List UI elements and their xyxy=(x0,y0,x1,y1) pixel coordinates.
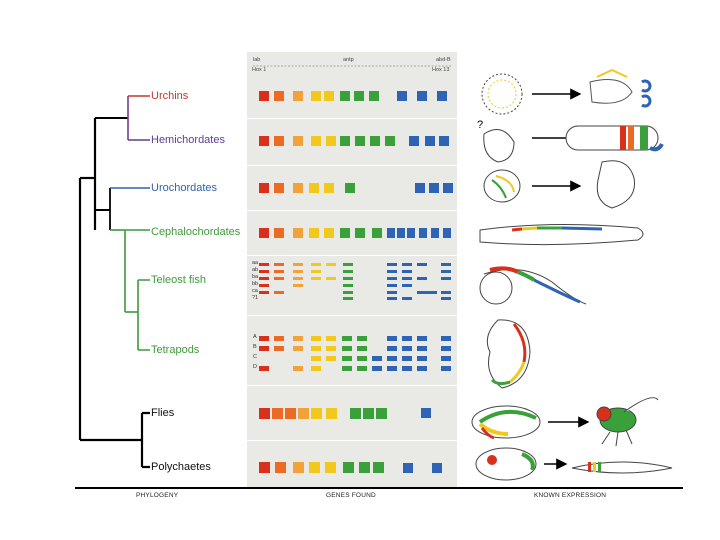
footer-genes-found: GENES FOUND xyxy=(326,492,376,499)
footer-known-expression: KNOWN EXPRESSION xyxy=(534,492,607,499)
gene-boxes xyxy=(259,91,453,473)
tetra-cluster-a: A xyxy=(253,334,257,340)
row-separator xyxy=(247,118,457,119)
fly-genes xyxy=(259,408,431,419)
hemichordate-genes xyxy=(259,136,449,146)
taxon-tetrapods: Tetrapods xyxy=(151,344,200,356)
fish-cluster-bb: bb xyxy=(252,281,259,287)
fish-cluster-ba: ba xyxy=(252,274,259,280)
row-separator xyxy=(247,385,457,386)
row-separator xyxy=(247,315,457,316)
footer-phylogeny: PHYLOGENY xyxy=(136,492,179,499)
row-separator xyxy=(247,255,457,256)
known-expression-panel: ? xyxy=(471,68,673,481)
header-abdb: abd-B xyxy=(436,57,451,63)
fish-cluster-ab: ab xyxy=(252,267,259,273)
row-separator xyxy=(247,440,457,441)
footer-rule xyxy=(75,487,683,489)
header-antp: antp xyxy=(343,57,354,63)
teleost-genes xyxy=(259,263,451,300)
taxon-urochordates: Urochordates xyxy=(151,182,218,194)
hemichordate-drawing: ? xyxy=(477,119,664,163)
question-mark: ? xyxy=(477,119,483,131)
fish-cluster-ca: ca xyxy=(252,288,258,294)
fish-cluster-q1: ?1 xyxy=(252,295,259,301)
urochordate-drawing xyxy=(483,160,636,209)
fish-cluster-aa: aa xyxy=(252,260,259,266)
taxon-flies: Flies xyxy=(151,407,175,419)
fly-drawing xyxy=(471,397,659,447)
tetra-cluster-c: C xyxy=(253,354,257,360)
urchin-genes xyxy=(259,91,447,101)
taxon-cephalochordates: Cephalochordates xyxy=(151,226,241,238)
taxon-teleost-fish: Teleost fish xyxy=(151,274,207,286)
taxon-polychaetes: Polychaetes xyxy=(151,461,211,473)
taxon-hemichordates: Hemichordates xyxy=(151,134,225,146)
header-hox13: Hox 13 xyxy=(432,67,450,73)
header-lab: lab xyxy=(253,57,261,63)
taxon-urchins: Urchins xyxy=(151,90,189,102)
teleost-embryo-drawing xyxy=(479,266,587,305)
header-hox1: Hox 1 xyxy=(252,67,267,73)
header-rule xyxy=(253,65,451,67)
tetra-cluster-d: D xyxy=(253,364,257,370)
cephalochordate-drawing xyxy=(479,223,644,246)
tetra-cluster-b: B xyxy=(253,344,257,350)
urochordate-genes xyxy=(259,183,453,193)
phylogeny-tree xyxy=(78,95,150,469)
polychaete-genes xyxy=(259,462,442,473)
cephalochordate-genes xyxy=(259,228,451,238)
row-separator xyxy=(247,165,457,166)
urchin-larva-drawing xyxy=(481,68,652,115)
tetrapod-embryo-drawing xyxy=(486,319,531,389)
polychaete-drawing xyxy=(475,447,673,481)
tetrapod-genes xyxy=(259,336,451,371)
row-separator xyxy=(247,210,457,211)
